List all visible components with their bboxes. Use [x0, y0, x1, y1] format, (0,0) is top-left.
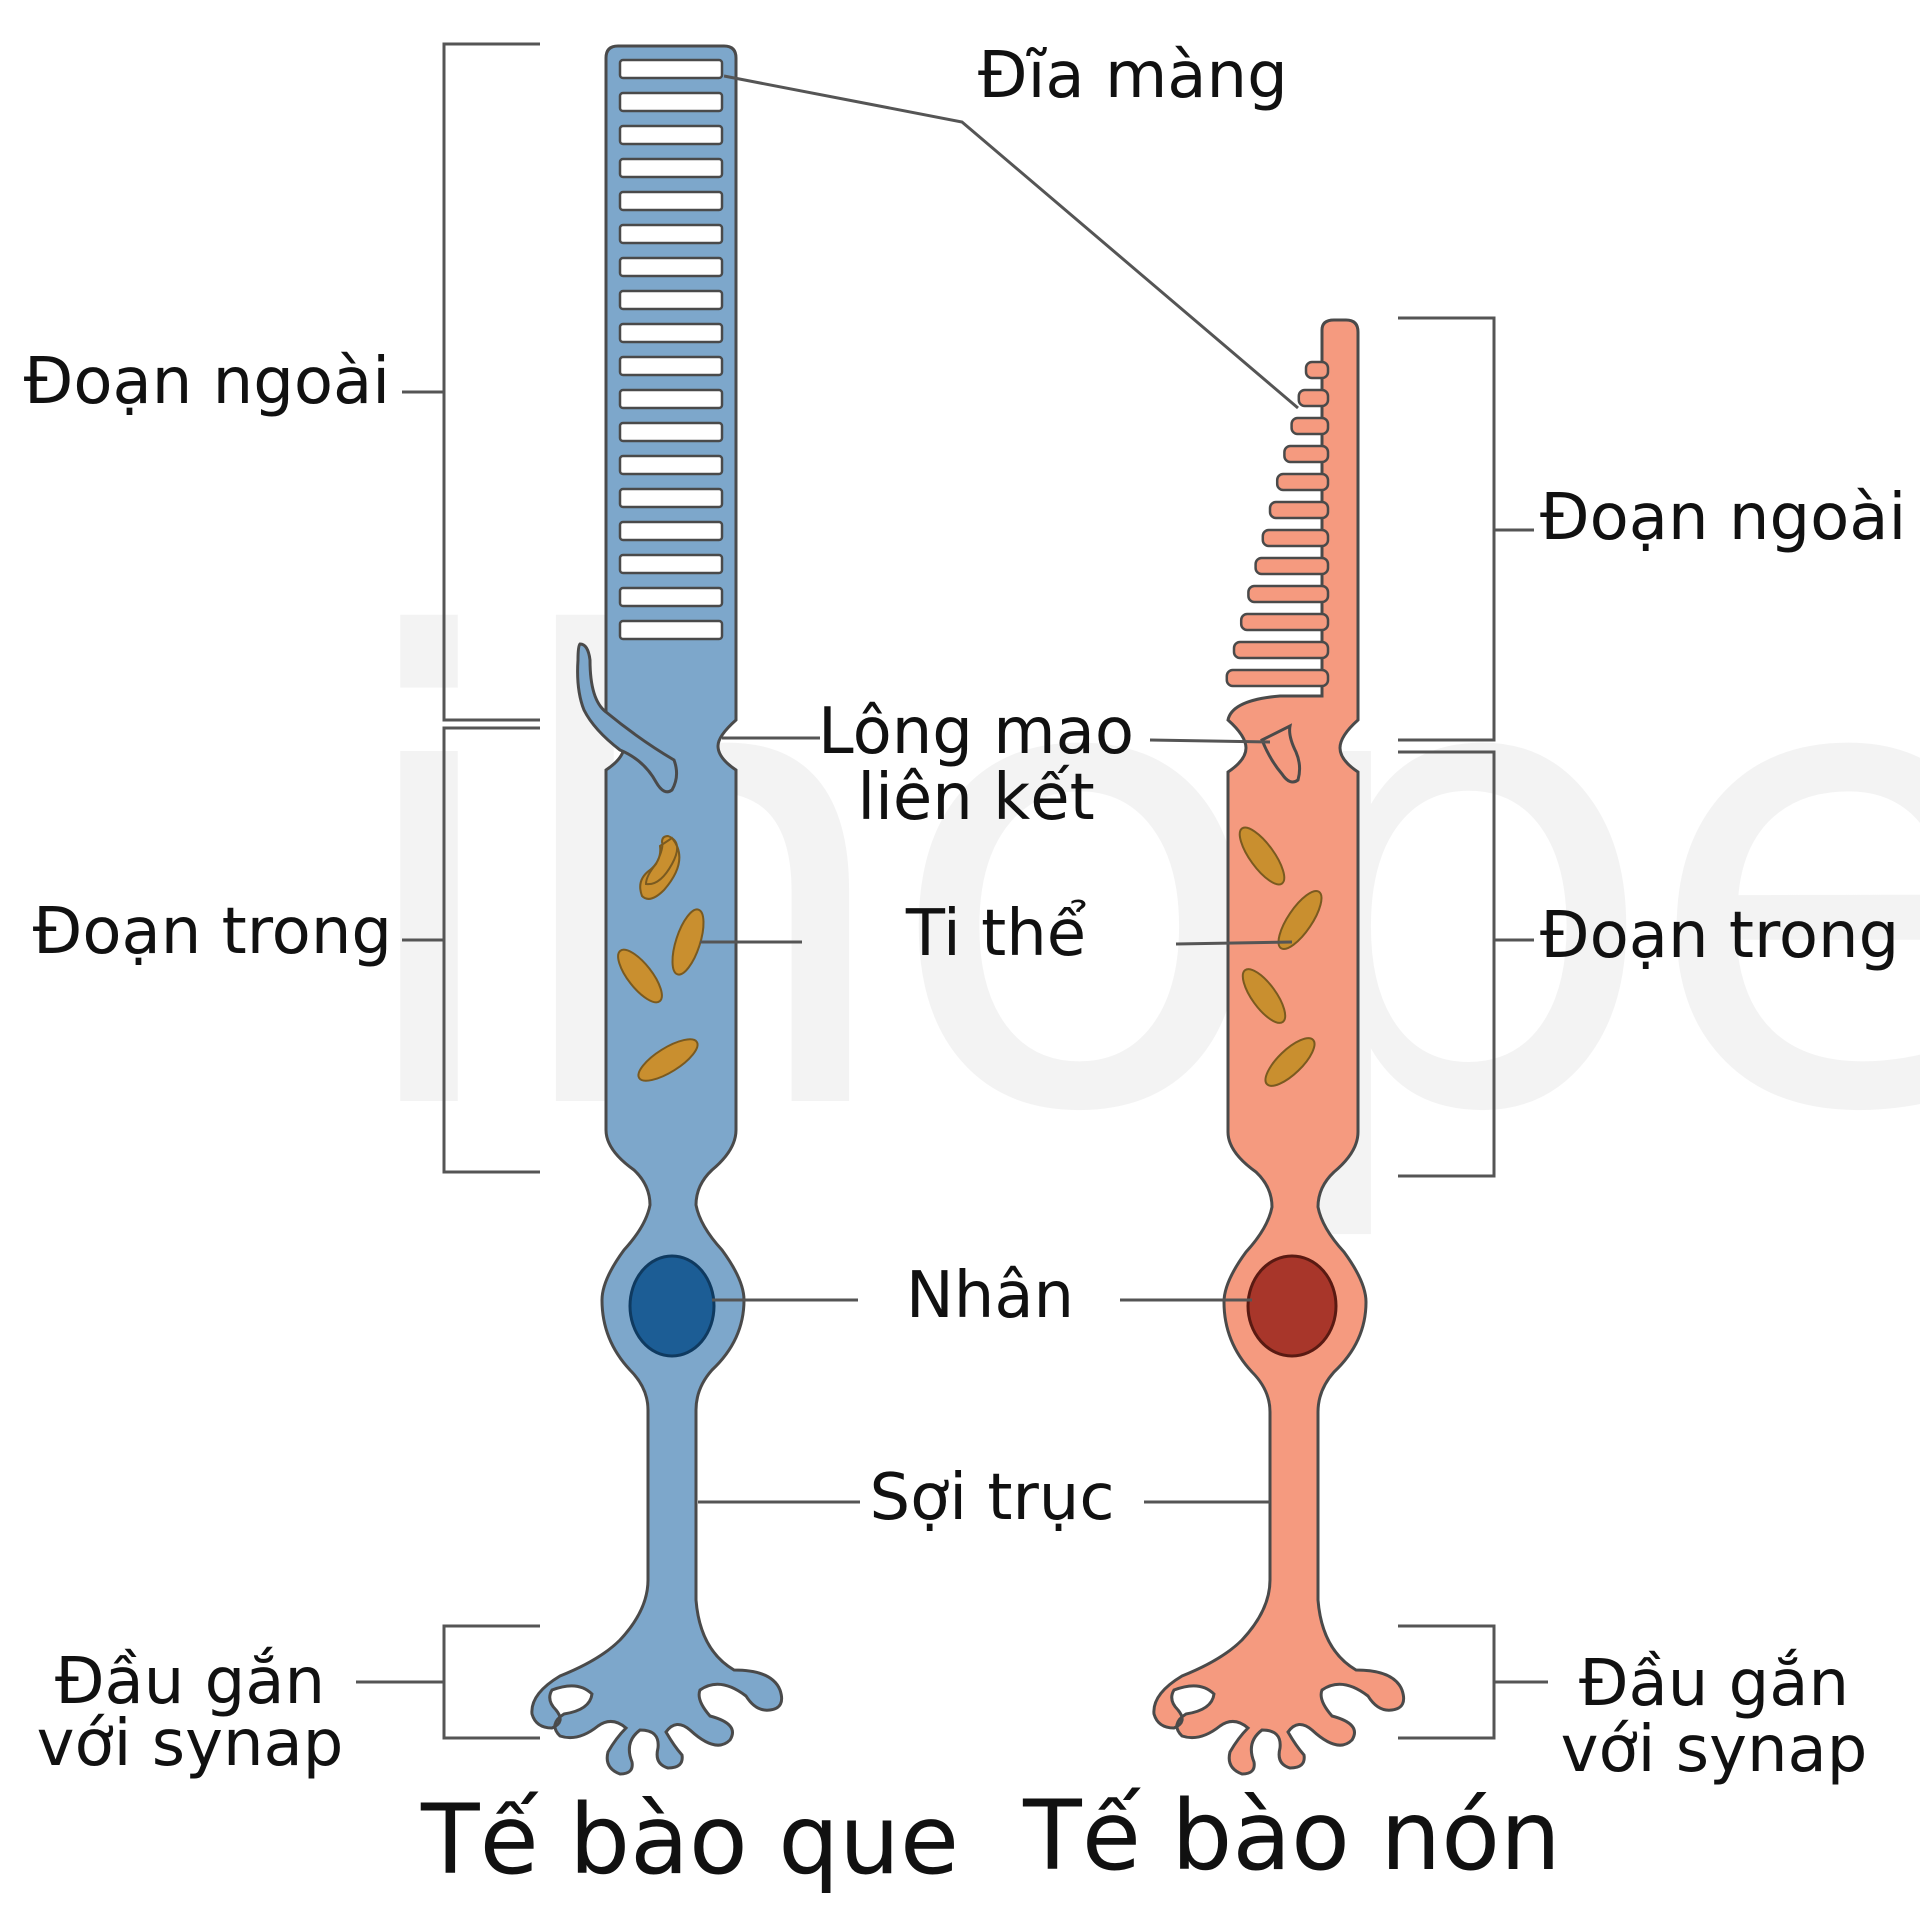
- cone-disc: [1225, 668, 1330, 688]
- cone-disc: [1254, 556, 1330, 576]
- label-nucleus: Nhân: [905, 1259, 1075, 1333]
- label-rod-inner-segment: Đoạn trong: [32, 895, 392, 969]
- cone-disc: [1304, 360, 1330, 380]
- leader-cilium-cone: [1149, 738, 1271, 744]
- rod-disc: [618, 256, 724, 278]
- rod-disc: [618, 586, 724, 608]
- cone-mitochondrion-2: [1277, 890, 1323, 950]
- leader-mito-cone: [1175, 940, 1293, 946]
- title-rod-cell: Tế bào que: [420, 1784, 960, 1896]
- rod-disc: [618, 487, 724, 509]
- rod-disc: [618, 124, 724, 146]
- cone-disc: [1261, 528, 1330, 548]
- label-mitochondria: Ti thể: [905, 897, 1087, 971]
- rod-mitochondrion-4: [637, 1038, 699, 1082]
- bracket-cone-inner: [1398, 750, 1496, 1178]
- cone-disc: [1290, 416, 1330, 436]
- rod-connecting-cilium: [576, 642, 679, 794]
- rod-mitochondria: [617, 834, 705, 1082]
- rod-mitochondrion-2: [671, 908, 705, 976]
- cone-mitochondrion-3: [1241, 968, 1287, 1024]
- label-rod-synapse-2: với synap: [36, 1707, 344, 1781]
- label-cone-outer-segment: Đoạn ngoài: [1540, 481, 1907, 555]
- rod-disc: [618, 91, 724, 113]
- rod-disc: [618, 289, 724, 311]
- title-cone-cell: Tế bào nón: [1023, 1780, 1561, 1892]
- rod-body: [530, 44, 784, 1776]
- rod-disc: [618, 388, 724, 410]
- label-rod-outer-segment: Đoạn ngoài: [23, 345, 390, 419]
- cone-nucleus: [1246, 1254, 1338, 1358]
- rod-disc: [618, 421, 724, 443]
- cone-mitochondrion-1: [1238, 826, 1286, 886]
- rod-disc: [618, 223, 724, 245]
- rod-disc: [618, 322, 724, 344]
- label-cone-inner-segment: Đoạn trong: [1540, 899, 1900, 973]
- cone-membrane-discs: [1225, 360, 1330, 688]
- watermark: ihope: [340, 507, 1920, 1252]
- rod-disc: [618, 157, 724, 179]
- cone-cell: [1152, 318, 1406, 1776]
- cone-disc: [1275, 472, 1330, 492]
- cone-mitochondria: [1238, 826, 1323, 1087]
- rod-disc: [618, 520, 724, 542]
- leader-discs: [723, 74, 1299, 410]
- rod-nucleus: [628, 1254, 716, 1358]
- rod-disc: [618, 553, 724, 575]
- bracket-rod-synapse: [442, 1624, 540, 1740]
- rod-disc: [618, 454, 724, 476]
- label-membrane-discs: Đĩa màng: [978, 39, 1288, 113]
- label-axon: Sợi trục: [869, 1461, 1115, 1535]
- label-rod-synapse-1: Đầu gắn: [54, 1645, 326, 1719]
- label-cilium-1: Lông mao: [818, 695, 1134, 769]
- cone-disc: [1297, 388, 1330, 408]
- bracket-rod-inner: [442, 726, 540, 1174]
- cone-body: [1152, 318, 1406, 1776]
- label-cone-synapse-2: với synap: [1560, 1713, 1868, 1787]
- rod-disc: [618, 58, 724, 80]
- cone-disc: [1247, 584, 1330, 604]
- rod-disc: [618, 355, 724, 377]
- bracket-cone-outer: [1398, 316, 1496, 742]
- cone-disc: [1268, 500, 1330, 520]
- rod-cell: [530, 44, 784, 1776]
- rod-mitochondrion-1: [639, 834, 681, 900]
- rod-membrane-discs: [618, 58, 724, 641]
- rod-disc: [618, 190, 724, 212]
- cone-disc: [1232, 640, 1330, 660]
- rod-mitochondrion-3: [617, 948, 663, 1004]
- label-cone-synapse-1: Đầu gắn: [1578, 1647, 1850, 1721]
- leader-lines: [356, 42, 1548, 1740]
- cone-connecting-cilium: [1260, 723, 1302, 784]
- bracket-cone-synapse: [1398, 1624, 1496, 1740]
- cone-mitochondrion-4: [1264, 1037, 1316, 1087]
- bracket-rod-outer: [442, 42, 540, 722]
- rod-disc: [618, 619, 724, 641]
- cone-disc: [1283, 444, 1330, 464]
- cone-disc: [1239, 612, 1330, 632]
- label-cilium-2: liên kết: [857, 761, 1095, 835]
